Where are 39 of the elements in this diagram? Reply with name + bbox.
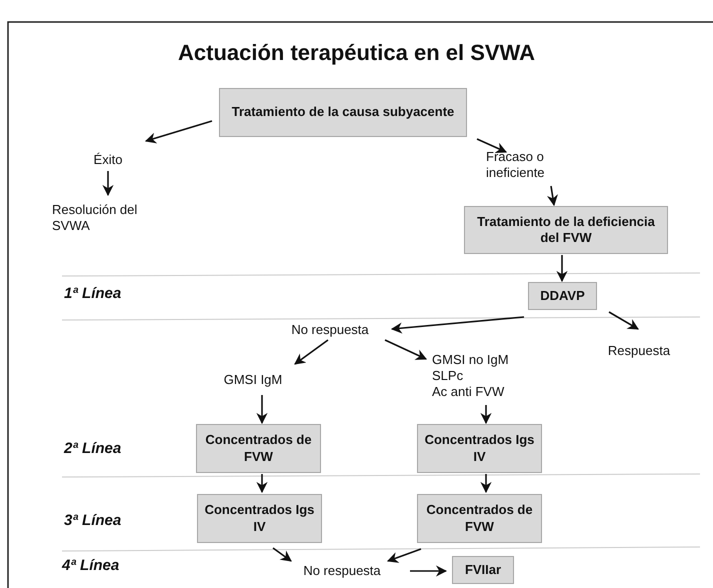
title: Actuación terapéutica en el SVWA [177,40,536,66]
row-label: 4ª Línea [62,557,120,574]
arrow [102,171,114,196]
process-box: Concentrados de FVW [196,424,321,473]
arrow [480,474,492,494]
arrow [410,565,448,577]
row-label: 1ª Línea [64,285,122,302]
arrow [546,186,558,206]
flow-text: Fracaso o ineficiente [486,148,546,182]
process-box: Concentrados Igs IV [197,494,322,543]
arrow [294,339,328,365]
flow-text: No respuesta [291,322,369,338]
arrow [480,405,492,424]
process-box: DDAVP [528,282,597,310]
arrow [384,339,428,360]
process-box: FVIIar [452,556,514,584]
process-box: Concentrados Igs IV [417,424,542,473]
process-box: Tratamiento de la causa subyacente [219,88,467,137]
arrow [272,547,292,562]
row-label: 3ª Línea [64,512,122,529]
arrow [256,395,268,424]
process-box: Concentrados de FVW [417,494,542,543]
flow-text: GMSI no IgM [432,352,509,368]
row-label: 2ª Línea [64,440,122,457]
arrow [476,138,508,153]
arrow [144,120,212,144]
process-box: Tratamiento de la deficiencia del FVW [464,206,668,254]
flow-text: Resolución del SVWA [52,202,138,234]
arrow [390,316,524,334]
flow-text: GMSI IgM [224,372,282,388]
flow-text: Respuesta [608,342,670,360]
flow-text: Éxito [94,152,122,168]
flow-text: No respuesta [303,562,381,580]
arrow [386,548,422,563]
flow-text: SLPc [432,368,464,384]
flow-text: Ac anti FVW [432,384,504,400]
arrow [556,255,568,282]
arrow [256,474,268,494]
arrow [608,311,639,330]
